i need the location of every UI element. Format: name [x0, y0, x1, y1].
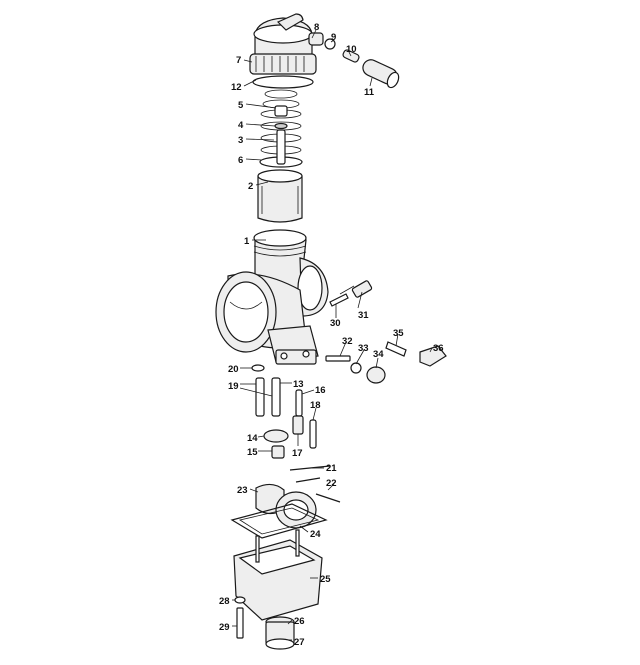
callout-8: 8 [314, 22, 319, 33]
part-idle-screw [329, 280, 373, 307]
callout-4: 4 [238, 120, 244, 131]
callout-27: 27 [294, 637, 305, 648]
callout-24: 24 [310, 529, 321, 540]
callout-9: 9 [331, 32, 336, 43]
part-drain-plug [234, 596, 295, 650]
callout-30: 30 [330, 318, 341, 329]
callout-36: 36 [433, 343, 444, 354]
part-float-assembly [255, 465, 341, 529]
callout-3: 3 [238, 135, 243, 146]
callout-1: 1 [244, 236, 250, 247]
part-spring-needle [259, 89, 303, 168]
part-side-screws [325, 341, 447, 384]
callout-6: 6 [238, 155, 243, 166]
part-cable-adjuster [308, 32, 400, 89]
leader-lines [232, 29, 433, 641]
callout-10: 10 [346, 44, 357, 55]
part-gasket [230, 503, 328, 539]
callout-29: 29 [219, 622, 230, 633]
callout-7: 7 [236, 55, 241, 66]
callout-17: 17 [292, 448, 303, 459]
part-cap-top [249, 13, 317, 89]
callout-13: 13 [293, 379, 304, 390]
callout-26: 26 [294, 616, 305, 627]
callout-14: 14 [247, 433, 258, 444]
callout-35: 35 [393, 328, 404, 339]
callout-16: 16 [315, 385, 326, 396]
callout-18: 18 [310, 400, 321, 411]
callout-11: 11 [364, 87, 375, 98]
callout-19: 19 [228, 381, 239, 392]
part-jets [251, 364, 317, 459]
callout-12: 12 [231, 82, 242, 93]
callout-2: 2 [248, 181, 253, 192]
callout-20: 20 [228, 364, 239, 375]
callout-33: 33 [358, 343, 369, 354]
callout-28: 28 [219, 596, 230, 607]
part-throttle-slide [257, 169, 303, 223]
callout-34: 34 [373, 349, 384, 360]
callout-22: 22 [326, 478, 337, 489]
callout-labels: 1 2 3 4 5 6 7 8 9 10 11 12 13 14 15 16 1… [219, 22, 444, 648]
callout-21: 21 [326, 463, 337, 474]
callout-32: 32 [342, 336, 353, 347]
callout-5: 5 [238, 100, 244, 111]
callout-23: 23 [237, 485, 248, 496]
callout-31: 31 [358, 310, 369, 321]
part-carburetor-body [215, 229, 329, 365]
callout-15: 15 [247, 447, 258, 458]
part-float-bowl [233, 529, 323, 621]
callout-25: 25 [320, 574, 331, 585]
